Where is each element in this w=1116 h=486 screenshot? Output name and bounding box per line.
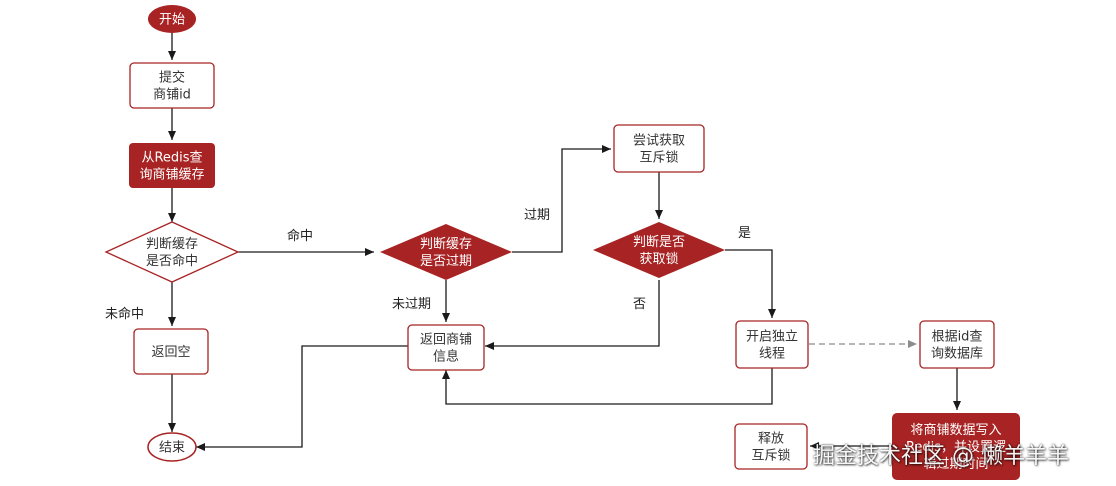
node-try-acquire-lock: 尝试获取互斥锁 [613, 124, 705, 173]
svg-text:开启独立线程: 开启独立线程 [746, 330, 798, 362]
check-hit-label-line: 判断缓存 [146, 237, 198, 252]
check-hit-label-line: 是否命中 [146, 253, 198, 269]
query-redis-label-line: 询商铺缓存 [139, 168, 204, 183]
try-lock-label-line: 互斥锁 [639, 150, 678, 166]
node-query-redis-cache: 从Redis查询商铺缓存 [129, 143, 215, 188]
svg-text:从Redis查询商铺缓存: 从Redis查询商铺缓存 [139, 151, 204, 183]
svg-text:判断缓存是否命中: 判断缓存是否命中 [146, 237, 198, 269]
svg-text:释放互斥锁: 释放互斥锁 [751, 432, 790, 464]
node-return-empty: 返回空 [133, 328, 209, 375]
node-check-cache-hit: 判断缓存是否命中 [104, 221, 240, 283]
edges [168, 33, 961, 451]
node-start: 开始 [148, 5, 196, 33]
check-expired-label-line: 是否过期 [420, 254, 472, 269]
edge-label-no: 否 [633, 297, 646, 312]
node-check-cache-expired: 判断缓存是否过期 [380, 224, 512, 280]
return-shop-label-line: 信息 [433, 349, 459, 365]
edge-no [485, 280, 660, 350]
svg-text:返回空: 返回空 [151, 345, 190, 360]
edge-label-expired: 过期 [524, 208, 550, 223]
edge-expired [512, 145, 611, 253]
write-redis-label-line: 辑过期时间 [923, 457, 988, 472]
edge-yes [725, 249, 776, 318]
end-label-line: 结束 [159, 441, 185, 456]
node-start-thread: 开启独立线程 [735, 320, 809, 369]
svg-text:判断是否获取锁: 判断是否获取锁 [633, 235, 685, 267]
edge-label-not-expired: 未过期 [392, 297, 431, 312]
edge-thread-to-shop [442, 368, 773, 405]
svg-text:返回商铺信息: 返回商铺信息 [420, 333, 472, 365]
node-write-redis: 将商铺数据写入 Redis，并设置逻辑过期时间 [892, 413, 1020, 480]
try-lock-label-line: 尝试获取 [633, 134, 685, 149]
check-lock-label-line: 判断是否 [633, 235, 685, 250]
write-redis-label-line: Redis，并设置逻 [906, 440, 1006, 455]
edge-shop-to-end [196, 345, 408, 451]
edge-label-yes: 是 [738, 226, 751, 241]
start-thread-label-line: 开启独立 [746, 330, 798, 345]
start-label-line: 开始 [159, 13, 185, 28]
query-redis-label-line: 从Redis查 [141, 151, 202, 166]
return-shop-label-line: 返回商铺 [420, 333, 472, 348]
node-return-shop-info: 返回商铺信息 [407, 324, 485, 371]
return-empty-label-line: 返回空 [151, 345, 190, 360]
release-lock-label-line: 释放 [758, 432, 784, 447]
svg-text:根据id查询数据库: 根据id查询数据库 [931, 330, 983, 362]
node-check-lock-acquired: 判断是否获取锁 [593, 222, 725, 278]
check-lock-label-line: 获取锁 [639, 251, 678, 267]
write-redis-label-line: 将商铺数据写入 [910, 423, 1001, 438]
node-release-lock: 释放互斥锁 [734, 423, 808, 470]
check-expired-label-line: 判断缓存 [420, 237, 472, 252]
release-lock-label-line: 互斥锁 [751, 448, 790, 464]
edge-label-hit: 命中 [287, 228, 313, 244]
query-db-label-line: 询数据库 [931, 346, 983, 362]
svg-text:提交商铺id: 提交商铺id [153, 70, 191, 103]
submit-id-label-line: 商铺id [153, 88, 191, 103]
start-thread-label-line: 线程 [759, 347, 785, 362]
svg-text:开始: 开始 [159, 13, 185, 28]
node-query-database: 根据id查询数据库 [919, 320, 995, 369]
query-db-label-line: 根据id查 [932, 330, 983, 345]
submit-id-label-line: 提交 [159, 70, 185, 86]
svg-text:结束: 结束 [159, 441, 185, 456]
svg-text:判断缓存是否过期: 判断缓存是否过期 [420, 237, 472, 269]
node-end: 结束 [147, 432, 197, 462]
node-submit-shop-id: 提交商铺id [129, 62, 215, 109]
edge-label-miss: 未命中 [105, 306, 144, 322]
svg-text:尝试获取互斥锁: 尝试获取互斥锁 [633, 134, 685, 166]
